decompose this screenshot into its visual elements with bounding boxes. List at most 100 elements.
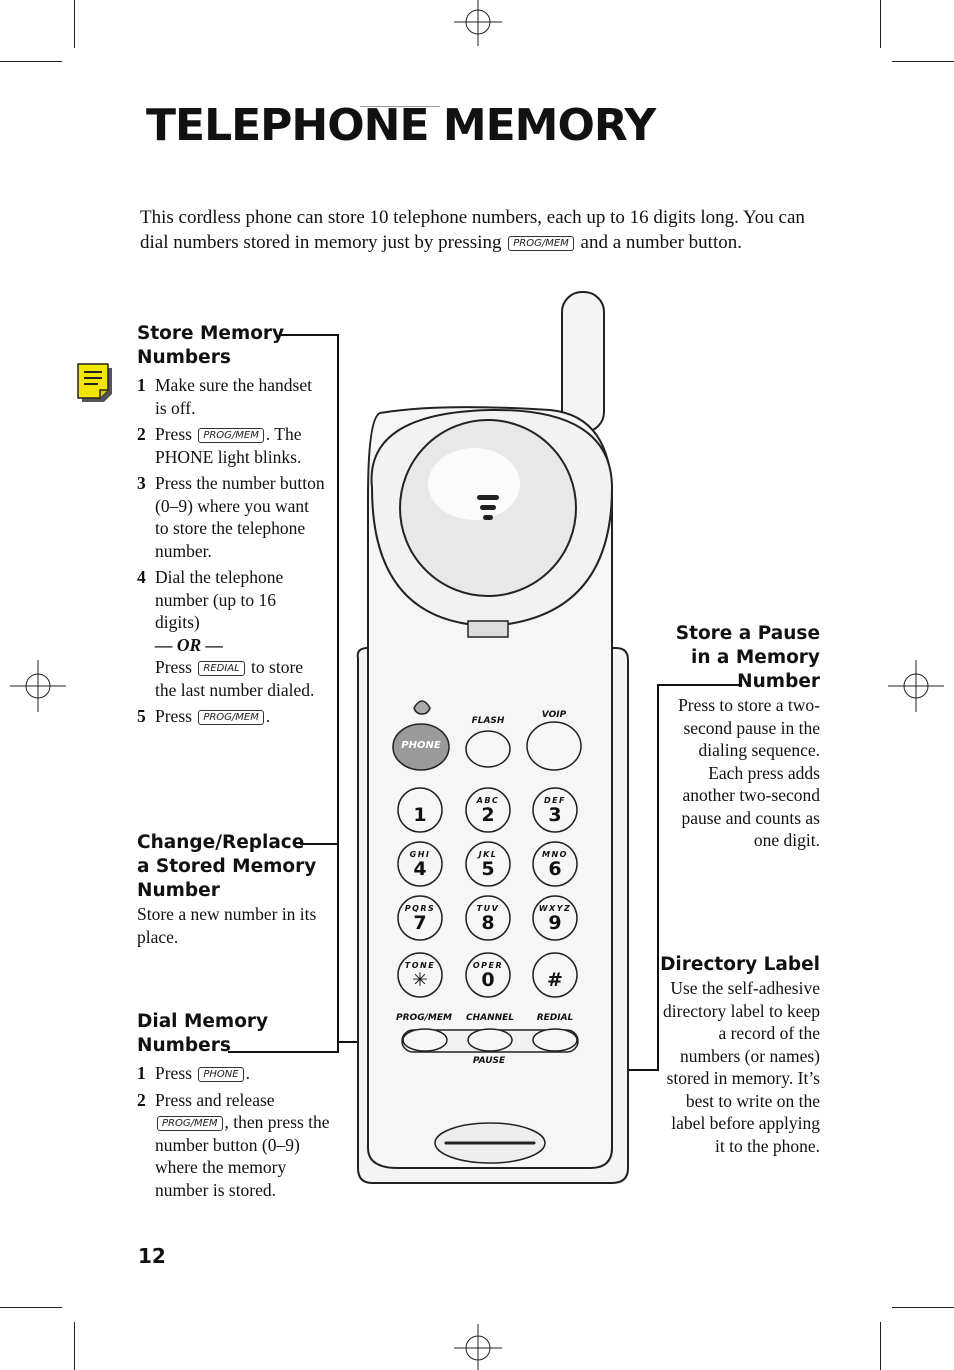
- keypad-digit: 9: [548, 912, 562, 934]
- callout-line: [657, 684, 741, 686]
- registration-mark-left: [10, 660, 66, 712]
- keypad-letters: ABC: [476, 796, 500, 805]
- intro-paragraph: This cordless phone can store 10 telepho…: [140, 206, 820, 255]
- step: 3 Press the number button (0–9) where you…: [137, 472, 325, 562]
- flash-label: FLASH: [471, 716, 505, 726]
- store-memory-heading: Store Memory Numbers: [137, 322, 325, 370]
- cordless-phone: [356, 291, 629, 1184]
- or-label: — OR —: [155, 634, 224, 655]
- pause-label: PAUSE: [472, 1056, 506, 1066]
- prog-mem-label: PROG/MEM: [396, 1013, 452, 1023]
- intro-text-end: and a number button.: [580, 231, 742, 253]
- voip-label: VOIP: [541, 710, 567, 720]
- step-text: . The PHONE light blinks.: [155, 424, 302, 467]
- step-text: .: [265, 706, 271, 726]
- heading-line: Numbers: [137, 347, 231, 368]
- heading-line: Number: [737, 671, 820, 692]
- heading-line: Number: [137, 880, 220, 901]
- heading-line: Store Memory: [137, 323, 285, 344]
- keypad-letters: GHI: [409, 850, 431, 859]
- crop-mark: [74, 1322, 75, 1370]
- phone-key: PHONE: [198, 1067, 244, 1082]
- keypad-digit: #: [547, 969, 563, 991]
- step-number: 5: [137, 706, 146, 726]
- step-number: 3: [137, 473, 146, 493]
- keypad-digit: 3: [548, 804, 562, 826]
- keypad-digit: 7: [413, 912, 427, 934]
- intro-text: This cordless phone can store 10 telepho…: [140, 207, 805, 253]
- step-text: Press: [155, 706, 192, 726]
- redial-label: REDIAL: [536, 1013, 574, 1023]
- step-text: Press the number button (0–9) where you …: [155, 473, 325, 561]
- keypad-key: 1: [398, 796, 442, 825]
- heading-line: Change/Replace: [137, 832, 305, 853]
- prog-mem-key: PROG/MEM: [198, 710, 264, 725]
- step-number: 4: [137, 567, 146, 587]
- heading-line: Store a Pause: [675, 623, 820, 644]
- step-number: 1: [137, 1063, 146, 1083]
- step-text: Press: [155, 657, 192, 677]
- crop-mark: [0, 1307, 62, 1308]
- keypad-digit: ✳: [412, 969, 428, 991]
- keypad-digit: 6: [548, 858, 562, 880]
- directory-label-heading: Directory Label: [660, 954, 820, 975]
- crop-mark: [892, 1307, 954, 1308]
- title-rule: [360, 106, 440, 107]
- directory-label-text: Use the self-adhesive directory label to…: [663, 978, 820, 1156]
- prog-mem-key: PROG/MEM: [198, 428, 264, 443]
- keypad-letters: JKL: [478, 850, 498, 859]
- callout-line: [228, 1051, 338, 1053]
- change-replace-text: Store a new number in its place.: [137, 904, 317, 947]
- heading-line: Numbers: [137, 1035, 231, 1056]
- keypad-letters: TONE: [404, 961, 436, 970]
- callout-line: [300, 843, 338, 845]
- keypad-letters: WXYZ: [538, 904, 572, 913]
- store-pause-section: Store a Pause in a Memory Number Press t…: [660, 622, 820, 852]
- keypad-digit: 0: [481, 969, 495, 991]
- page-title: TELEPHONE MEMORY: [146, 100, 656, 151]
- store-pause-heading: Store a Pause in a Memory Number: [660, 622, 820, 694]
- keypad-digit: 8: [481, 912, 495, 934]
- keypad-digit: 2: [481, 804, 495, 826]
- crop-mark: [880, 0, 881, 48]
- redial-key: REDIAL: [198, 661, 245, 676]
- registration-mark-top: [454, 0, 502, 46]
- heading-line: in a Memory: [690, 647, 820, 668]
- step-number: 2: [137, 1089, 146, 1110]
- store-pause-text: Press to store a two-second pause in the…: [678, 695, 820, 850]
- crop-mark: [892, 61, 954, 62]
- phone-button-label: PHONE: [401, 740, 441, 751]
- step-number: 2: [137, 424, 146, 444]
- step-text: to store the last number dialed.: [155, 657, 315, 700]
- registration-mark-bottom: [454, 1324, 502, 1370]
- heading-line: Dial Memory: [137, 1011, 269, 1032]
- keypad-digit: 4: [413, 858, 427, 880]
- step-number: 1: [137, 375, 146, 395]
- crop-mark: [74, 0, 75, 48]
- dial-memory-heading: Dial Memory Numbers: [137, 1010, 333, 1058]
- step-text: , then press the number button (0–9) whe…: [155, 1112, 330, 1200]
- crop-mark: [0, 61, 62, 62]
- callout-line: [657, 684, 659, 1071]
- change-replace-heading: Change/Replace a Stored Memory Number: [137, 831, 317, 903]
- keypad-digit: 1: [413, 804, 427, 826]
- page-number: 12: [138, 1244, 166, 1268]
- step-text: Press and release: [155, 1089, 275, 1110]
- keypad-digit: 5: [481, 858, 495, 880]
- step-text: .: [245, 1063, 250, 1083]
- keypad-letters: OPER: [472, 961, 504, 970]
- crop-mark: [880, 1322, 881, 1370]
